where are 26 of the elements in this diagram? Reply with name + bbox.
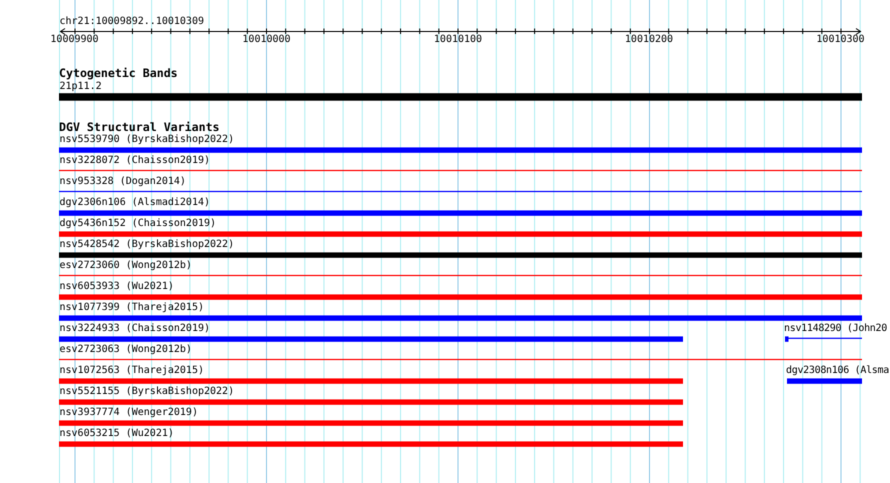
variant-label: nsv1148290 (John20 bbox=[784, 323, 887, 335]
track-title: DGV Structural Variants bbox=[59, 121, 220, 134]
variant-label: esv2723063 (Wong2012b) bbox=[60, 344, 192, 356]
variant-label: nsv6053933 (Wu2021) bbox=[60, 281, 174, 293]
tick-label: 10010200 bbox=[624, 34, 674, 46]
variant-label: nsv3228072 (Chaisson2019) bbox=[60, 155, 210, 167]
tick-label: 10010000 bbox=[242, 34, 291, 46]
track-title: Cytogenetic Bands bbox=[59, 67, 178, 80]
variant-label: nsv5539790 (ByrskaBishop2022) bbox=[60, 134, 234, 146]
variant-label: esv2723060 (Wong2012b) bbox=[60, 260, 192, 272]
tick-label: 10010300 bbox=[816, 34, 865, 46]
variant-label: nsv5428542 (ByrskaBishop2022) bbox=[60, 239, 234, 251]
tick-label: 10010100 bbox=[434, 34, 482, 46]
variant-label: nsv3224933 (Chaisson2019) bbox=[60, 323, 210, 335]
variant-label: nsv5521155 (ByrskaBishop2022) bbox=[60, 386, 234, 398]
variant-label: dgv5436n152 (Chaisson2019) bbox=[60, 218, 216, 230]
variant-label: nsv953328 (Dogan2014) bbox=[60, 176, 186, 188]
variant-label: nsv1077399 (Thareja2015) bbox=[60, 302, 204, 314]
variant-label: nsv3937774 (Wenger2019) bbox=[60, 407, 198, 419]
band-label: 21p11.2 bbox=[60, 81, 102, 93]
variant-label: dgv2308n106 (Alsma bbox=[786, 365, 889, 377]
tick-label: 10009900 bbox=[50, 34, 99, 46]
variant-label: dgv2306n106 (Alsmadi2014) bbox=[60, 197, 210, 209]
coordinate-range-label: chr21:10009892..10010309 bbox=[60, 16, 204, 28]
variant-label: nsv1072563 (Thareja2015) bbox=[60, 365, 204, 377]
variant-label: nsv6053215 (Wu2021) bbox=[60, 428, 174, 440]
